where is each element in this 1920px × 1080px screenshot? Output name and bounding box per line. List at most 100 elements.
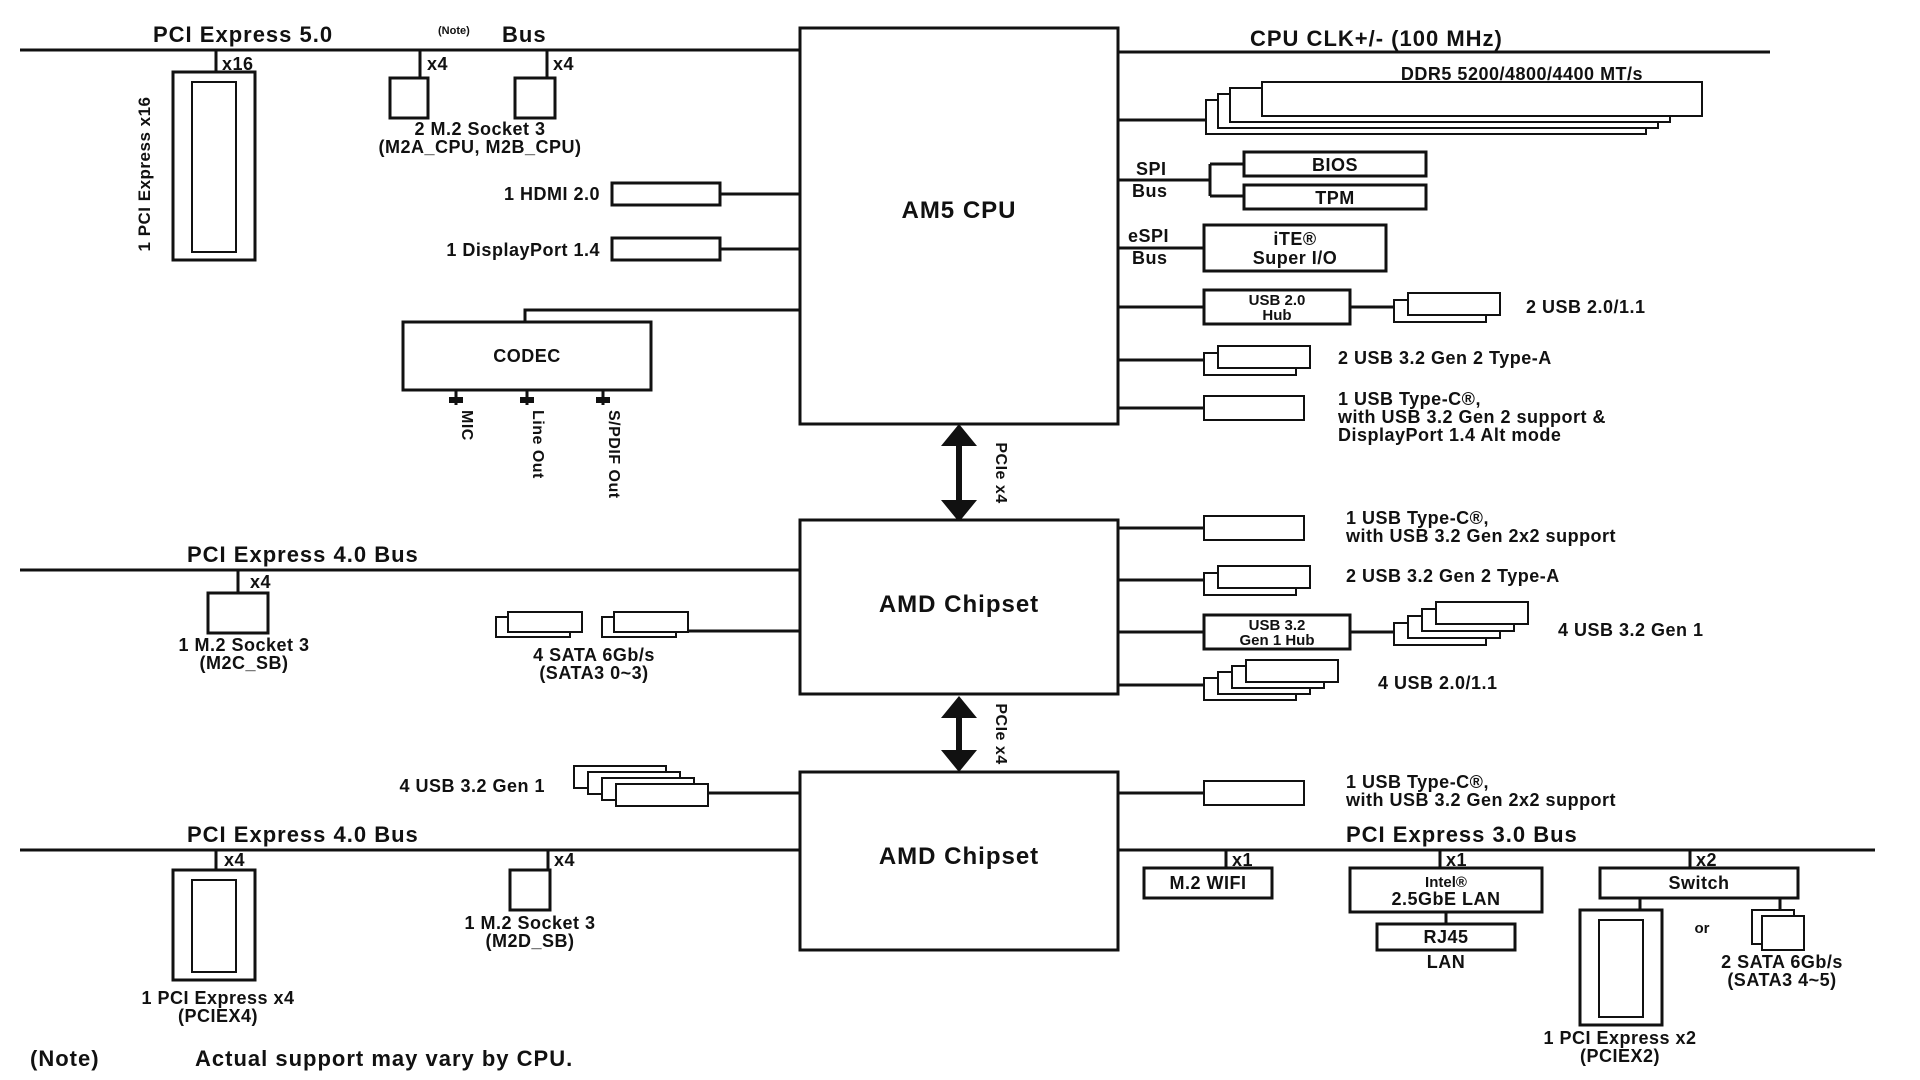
x16-label: x16	[222, 54, 254, 74]
sata-4-5-label-1: 2 SATA 6Gb/s	[1721, 952, 1843, 972]
m2-wifi-label: M.2 WIFI	[1170, 873, 1247, 893]
chipset2-pcie4-bus-label: PCI Express 4.0 Bus	[187, 822, 419, 847]
chipset1-box	[798, 518, 1120, 696]
cpu-chipset-link-label: PCIe x4	[992, 442, 1009, 503]
codec-link	[523, 308, 800, 322]
pciex4-label-2: (PCIEX4)	[178, 1006, 258, 1026]
m2d-label-1: 1 M.2 Socket 3	[464, 913, 595, 933]
usb32-hub-label-1: USB 3.2	[1249, 617, 1306, 634]
pcie5-bus-suffix: Bus	[502, 22, 547, 47]
m2d-label-2: (M2D_SB)	[485, 931, 574, 951]
espi-label: eSPI	[1128, 226, 1169, 246]
chipset2-typec-label-2: with USB 3.2 Gen 2x2 support	[1345, 790, 1616, 810]
pcie5-bus-label: PCI Express 5.0	[153, 22, 333, 47]
m2-wifi-x1-label: x1	[1232, 850, 1253, 870]
pciex2-slot-inner	[1598, 919, 1644, 1018]
m2c-socket	[206, 591, 270, 635]
m2a-x4-label: x4	[427, 54, 448, 74]
chipset1-typec-label-1: 1 USB Type-C®,	[1346, 508, 1489, 528]
pcie-x16-slot-inner	[191, 81, 237, 253]
usb32-hub-label-2: Gen 1 Hub	[1239, 632, 1314, 649]
line-out-label: Line Out	[529, 410, 546, 479]
ite-label-1: iTE®	[1273, 229, 1316, 249]
mic-label: MIC	[458, 410, 475, 441]
usb2-port-1	[1407, 292, 1501, 316]
switch-label: Switch	[1668, 873, 1729, 893]
chipset2-usb32g1-port-4	[615, 783, 709, 807]
sata-0-1-connector-b	[507, 611, 583, 633]
chipset-chipset-arrow-down	[941, 750, 977, 772]
chipset1-usb2-port-1	[1245, 659, 1339, 683]
hdmi-port	[610, 181, 722, 207]
chipset1-usb32g1-label: 4 USB 3.2 Gen 1	[1558, 620, 1704, 640]
switch-box	[1598, 866, 1800, 900]
spi-bus-label: Bus	[1132, 181, 1168, 201]
m2d-x4-label: x4	[554, 850, 575, 870]
m2c-label-1: 1 M.2 Socket 3	[178, 635, 309, 655]
chipset1-usb32g2-port-1	[1217, 565, 1311, 589]
intel-lan-label-1: Intel®	[1425, 874, 1467, 891]
cpu-typec-label-2: with USB 3.2 Gen 2 support &	[1337, 407, 1606, 427]
or-label: or	[1695, 920, 1710, 937]
displayport-port	[610, 236, 722, 262]
m2a-socket	[388, 76, 430, 120]
chipset2-usb32g1-label: 4 USB 3.2 Gen 1	[399, 776, 545, 796]
m2c-x4-label: x4	[250, 572, 271, 592]
footnote-text: Actual support may vary by CPU.	[195, 1046, 573, 1071]
chipset-chipset-arrow-up	[941, 696, 977, 718]
usb2-hub-label-1: USB 2.0	[1249, 292, 1306, 309]
tpm-label: TPM	[1315, 188, 1355, 208]
usb32-gen1-hub-box	[1202, 613, 1352, 651]
spi-label: SPI	[1136, 159, 1167, 179]
cpu-typec-label-1: 1 USB Type-C®,	[1338, 389, 1481, 409]
m2b-socket	[513, 76, 557, 120]
pcie5-note-marker: (Note)	[438, 25, 470, 37]
ite-label-2: Super I/O	[1253, 248, 1338, 268]
tpm-box	[1242, 183, 1428, 211]
rj45-box	[1375, 922, 1517, 952]
chipset1-usb2-label: 4 USB 2.0/1.1	[1378, 673, 1498, 693]
chipset1-usb32g1-port-1	[1435, 601, 1529, 625]
cpu-clk-label: CPU CLK+/- (100 MHz)	[1250, 26, 1503, 51]
sata-0-3-label-1: 4 SATA 6Gb/s	[533, 645, 655, 665]
spdif-out-label: S/PDIF Out	[605, 410, 622, 499]
chipset1-pcie4-bus-label: PCI Express 4.0 Bus	[187, 542, 419, 567]
switch-x2-label: x2	[1696, 850, 1717, 870]
sata-4-5-label-2: (SATA3 4~5)	[1727, 970, 1836, 990]
cpu-chipset-arrow-down	[941, 500, 977, 522]
codec-label: CODEC	[493, 346, 561, 366]
chipset1-typec-port	[1203, 515, 1305, 541]
intel-lan-label-2: 2.5GbE LAN	[1391, 889, 1500, 909]
pciex4-slot-inner	[191, 879, 237, 973]
chipset2-typec-label-1: 1 USB Type-C®,	[1346, 772, 1489, 792]
cpu-typec-port	[1203, 395, 1305, 421]
cpu-typec-label-3: DisplayPort 1.4 Alt mode	[1338, 425, 1561, 445]
am5-cpu-box	[798, 26, 1120, 426]
chipset1-usb32g2-label: 2 USB 3.2 Gen 2 Type-A	[1346, 566, 1560, 586]
ite-super-io-box	[1202, 223, 1388, 273]
m2-cpu-label-1: 2 M.2 Socket 3	[414, 119, 545, 139]
footnote-marker: (Note)	[30, 1046, 100, 1071]
spdif-jack	[596, 397, 610, 403]
m2c-label-2: (M2C_SB)	[199, 653, 288, 673]
intel-lan-box	[1348, 866, 1544, 914]
ddr5-label: DDR5 5200/4800/4400 MT/s	[1401, 64, 1643, 84]
chipset-chipset-link-label: PCIe x4	[992, 703, 1009, 764]
chipset2-typec-port	[1203, 780, 1305, 806]
lan-x1-label: x1	[1446, 850, 1467, 870]
codec-box	[401, 320, 653, 392]
bios-label: BIOS	[1312, 155, 1358, 175]
m2-wifi-box	[1142, 866, 1274, 900]
lan-label: LAN	[1427, 952, 1466, 972]
usb2-hub-box	[1202, 288, 1352, 326]
m2-cpu-label-2: (M2A_CPU, M2B_CPU)	[378, 137, 581, 157]
chipset2-box	[798, 770, 1120, 952]
pcie3-bus-label: PCI Express 3.0 Bus	[1346, 822, 1578, 847]
chipset1-label: AMD Chipset	[879, 591, 1039, 618]
sata-2-3-connector-b	[613, 611, 689, 633]
usb2-hub-label-2: Hub	[1262, 307, 1291, 324]
chipset1-typec-label-2: with USB 3.2 Gen 2x2 support	[1345, 526, 1616, 546]
m2d-socket	[508, 868, 552, 912]
cpu-chipset-arrow-up	[941, 424, 977, 446]
